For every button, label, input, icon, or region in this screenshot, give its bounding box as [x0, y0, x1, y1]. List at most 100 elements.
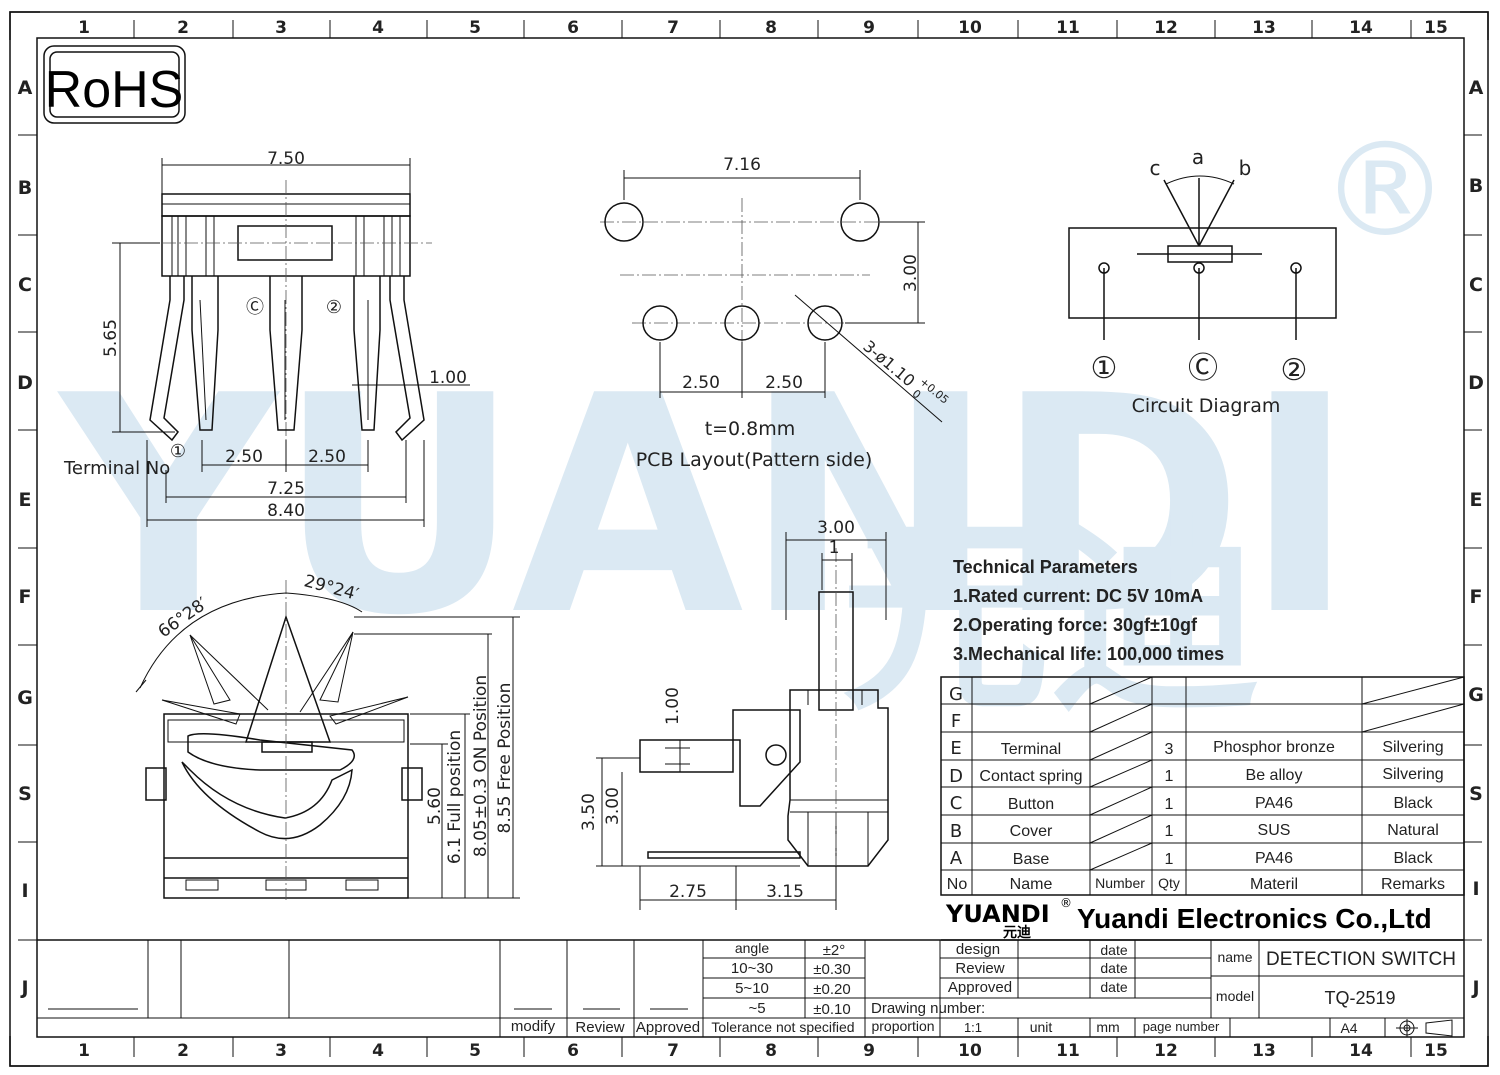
company-logo: YUANDI — [945, 900, 1050, 928]
col-label: 6 — [567, 1041, 579, 1061]
bom-header-number: Number — [1095, 875, 1145, 891]
row-labels: A B C D E F G S I J A B C D E F G S I J — [17, 77, 1484, 999]
tol-range-2: 5~10 — [735, 980, 769, 997]
circuit-pin-2: ② — [1281, 353, 1308, 388]
dim-terminal: 1.00 — [429, 368, 467, 388]
tol-range-3-value: ±0.10 — [813, 1001, 850, 1018]
sec-dim-one: 1 — [829, 538, 840, 558]
pcb-dim-width: 7.16 — [723, 155, 761, 175]
bom-remarks: Silvering — [1382, 739, 1443, 756]
circuit-title: Circuit Diagram — [1132, 395, 1281, 417]
tb-model-label: model — [1216, 988, 1254, 1004]
sec-dim-top: 3.00 — [817, 518, 855, 538]
col-label: 7 — [667, 18, 679, 38]
bom-qty: 1 — [1165, 768, 1174, 785]
col-label: 4 — [372, 1041, 384, 1061]
dim-5-60: 5.60 — [425, 787, 445, 825]
bom-material: Phosphor bronze — [1213, 739, 1335, 756]
bom-no: A — [950, 848, 963, 869]
section-view: 3.00 1 1.00 3.50 3.00 2.75 3.15 — [579, 518, 889, 910]
revision-block: modify Review Approved angle ±2° 10~30 ±… — [37, 939, 1464, 1037]
row-label: A — [18, 77, 33, 99]
tb-date: date — [1100, 960, 1127, 976]
bom-name: Terminal — [1001, 741, 1061, 758]
tb-name-value: DETECTION SWITCH — [1266, 949, 1456, 970]
col-label: 13 — [1252, 1041, 1276, 1061]
col-label: 2 — [177, 18, 189, 38]
bom-no: C — [950, 793, 963, 814]
tb-scale: 1:1 — [964, 1020, 982, 1035]
tb-size: A4 — [1340, 1020, 1357, 1036]
tb-page-number: page number — [1143, 1019, 1220, 1034]
bom-no: G — [949, 684, 963, 705]
bom-remarks: Natural — [1387, 822, 1439, 839]
col-label: 7 — [667, 1041, 679, 1061]
bom-table: G F E D C B A Terminal Contact spring Bu… — [940, 676, 1465, 896]
tb-review: Review — [955, 960, 1004, 977]
front-view: Ⓒ ② ① Terminal No 7.50 5.65 1.00 2.50 2.… — [63, 149, 470, 527]
sec-dim-2-75: 2.75 — [669, 882, 707, 902]
col-label: 14 — [1349, 18, 1373, 38]
col-label: 11 — [1056, 18, 1080, 38]
row-label: F — [1470, 586, 1483, 608]
bom-name: Contact spring — [979, 768, 1082, 785]
row-label: F — [19, 586, 32, 608]
watermark-reg: ® — [1320, 114, 1450, 266]
tb-mm: mm — [1096, 1019, 1119, 1035]
column-labels-bottom: 1 2 3 4 5 6 7 8 9 10 11 12 13 14 15 — [78, 1041, 1448, 1061]
tb-model-value: TQ-2519 — [1324, 988, 1395, 1008]
bom-qty: 1 — [1165, 796, 1174, 813]
pcb-dim-height: 3.00 — [901, 254, 921, 292]
column-labels-top: 1 2 3 4 5 6 7 8 9 10 11 12 13 14 15 — [78, 18, 1448, 38]
rev-review: Review — [575, 1019, 624, 1036]
tol-angle-value: ±2° — [823, 942, 846, 959]
company-name: Yuandi Electronics Co.,Ltd — [1077, 903, 1432, 934]
col-label: 12 — [1154, 1041, 1178, 1061]
tb-date: date — [1100, 942, 1127, 958]
sec-dim-3-50: 3.50 — [579, 793, 599, 831]
bom-header-remarks: Remarks — [1381, 876, 1445, 893]
rohs-text: RoHS — [45, 61, 184, 119]
title-block: design Review Approved date date date na… — [865, 940, 1464, 1037]
rohs-logo: RoHS — [43, 45, 186, 124]
tb-design: design — [956, 941, 1000, 958]
row-label: D — [1468, 372, 1484, 394]
tol-caption: Tolerance not specified — [711, 1019, 854, 1035]
dim-pitch-b: 2.50 — [308, 447, 346, 467]
tb-date: date — [1100, 979, 1127, 995]
bom-no: B — [950, 821, 962, 842]
tb-drawing-number: Drawing number: — [871, 1000, 985, 1017]
col-label: 8 — [765, 18, 777, 38]
tol-range-3: ~5 — [748, 1000, 765, 1017]
dim-total: 8.40 — [267, 501, 305, 521]
bom-remarks: Black — [1393, 850, 1433, 867]
terminal-no-label: Terminal No — [63, 458, 170, 479]
tol-range-2-value: ±0.20 — [813, 981, 850, 998]
col-label: 14 — [1349, 1041, 1373, 1061]
col-label: 3 — [275, 18, 287, 38]
bom-material: SUS — [1258, 822, 1291, 839]
col-label: 4 — [372, 18, 384, 38]
row-label: J — [1470, 977, 1479, 999]
dim-full-position: 6.1 Full position — [445, 730, 465, 864]
tech-param-3: 3.Mechanical life: 100,000 times — [953, 644, 1224, 664]
rev-modify: modify — [511, 1018, 556, 1035]
tol-angle: angle — [735, 940, 769, 956]
company-banner: YUANDI 元迪 ® Yuandi Electronics Co.,Ltd — [941, 896, 1464, 941]
col-label: 8 — [765, 1041, 777, 1061]
rev-approved: Approved — [636, 1019, 700, 1036]
col-label: 9 — [863, 18, 875, 38]
col-label: 13 — [1252, 18, 1276, 38]
bom-material: PA46 — [1255, 850, 1293, 867]
bom-remarks: Silvering — [1382, 766, 1443, 783]
circuit-b: b — [1239, 156, 1252, 180]
col-label: 5 — [469, 1041, 481, 1061]
pcb-dim-pitch-a: 2.50 — [682, 373, 720, 393]
watermark-text: YUANDI — [55, 332, 1355, 681]
dim-pitch-a: 2.50 — [225, 447, 263, 467]
row-label: B — [1469, 175, 1483, 197]
bom-no: F — [951, 711, 961, 732]
tb-proportion: proportion — [871, 1018, 934, 1034]
row-label: S — [1469, 783, 1483, 805]
row-label: B — [18, 177, 32, 199]
